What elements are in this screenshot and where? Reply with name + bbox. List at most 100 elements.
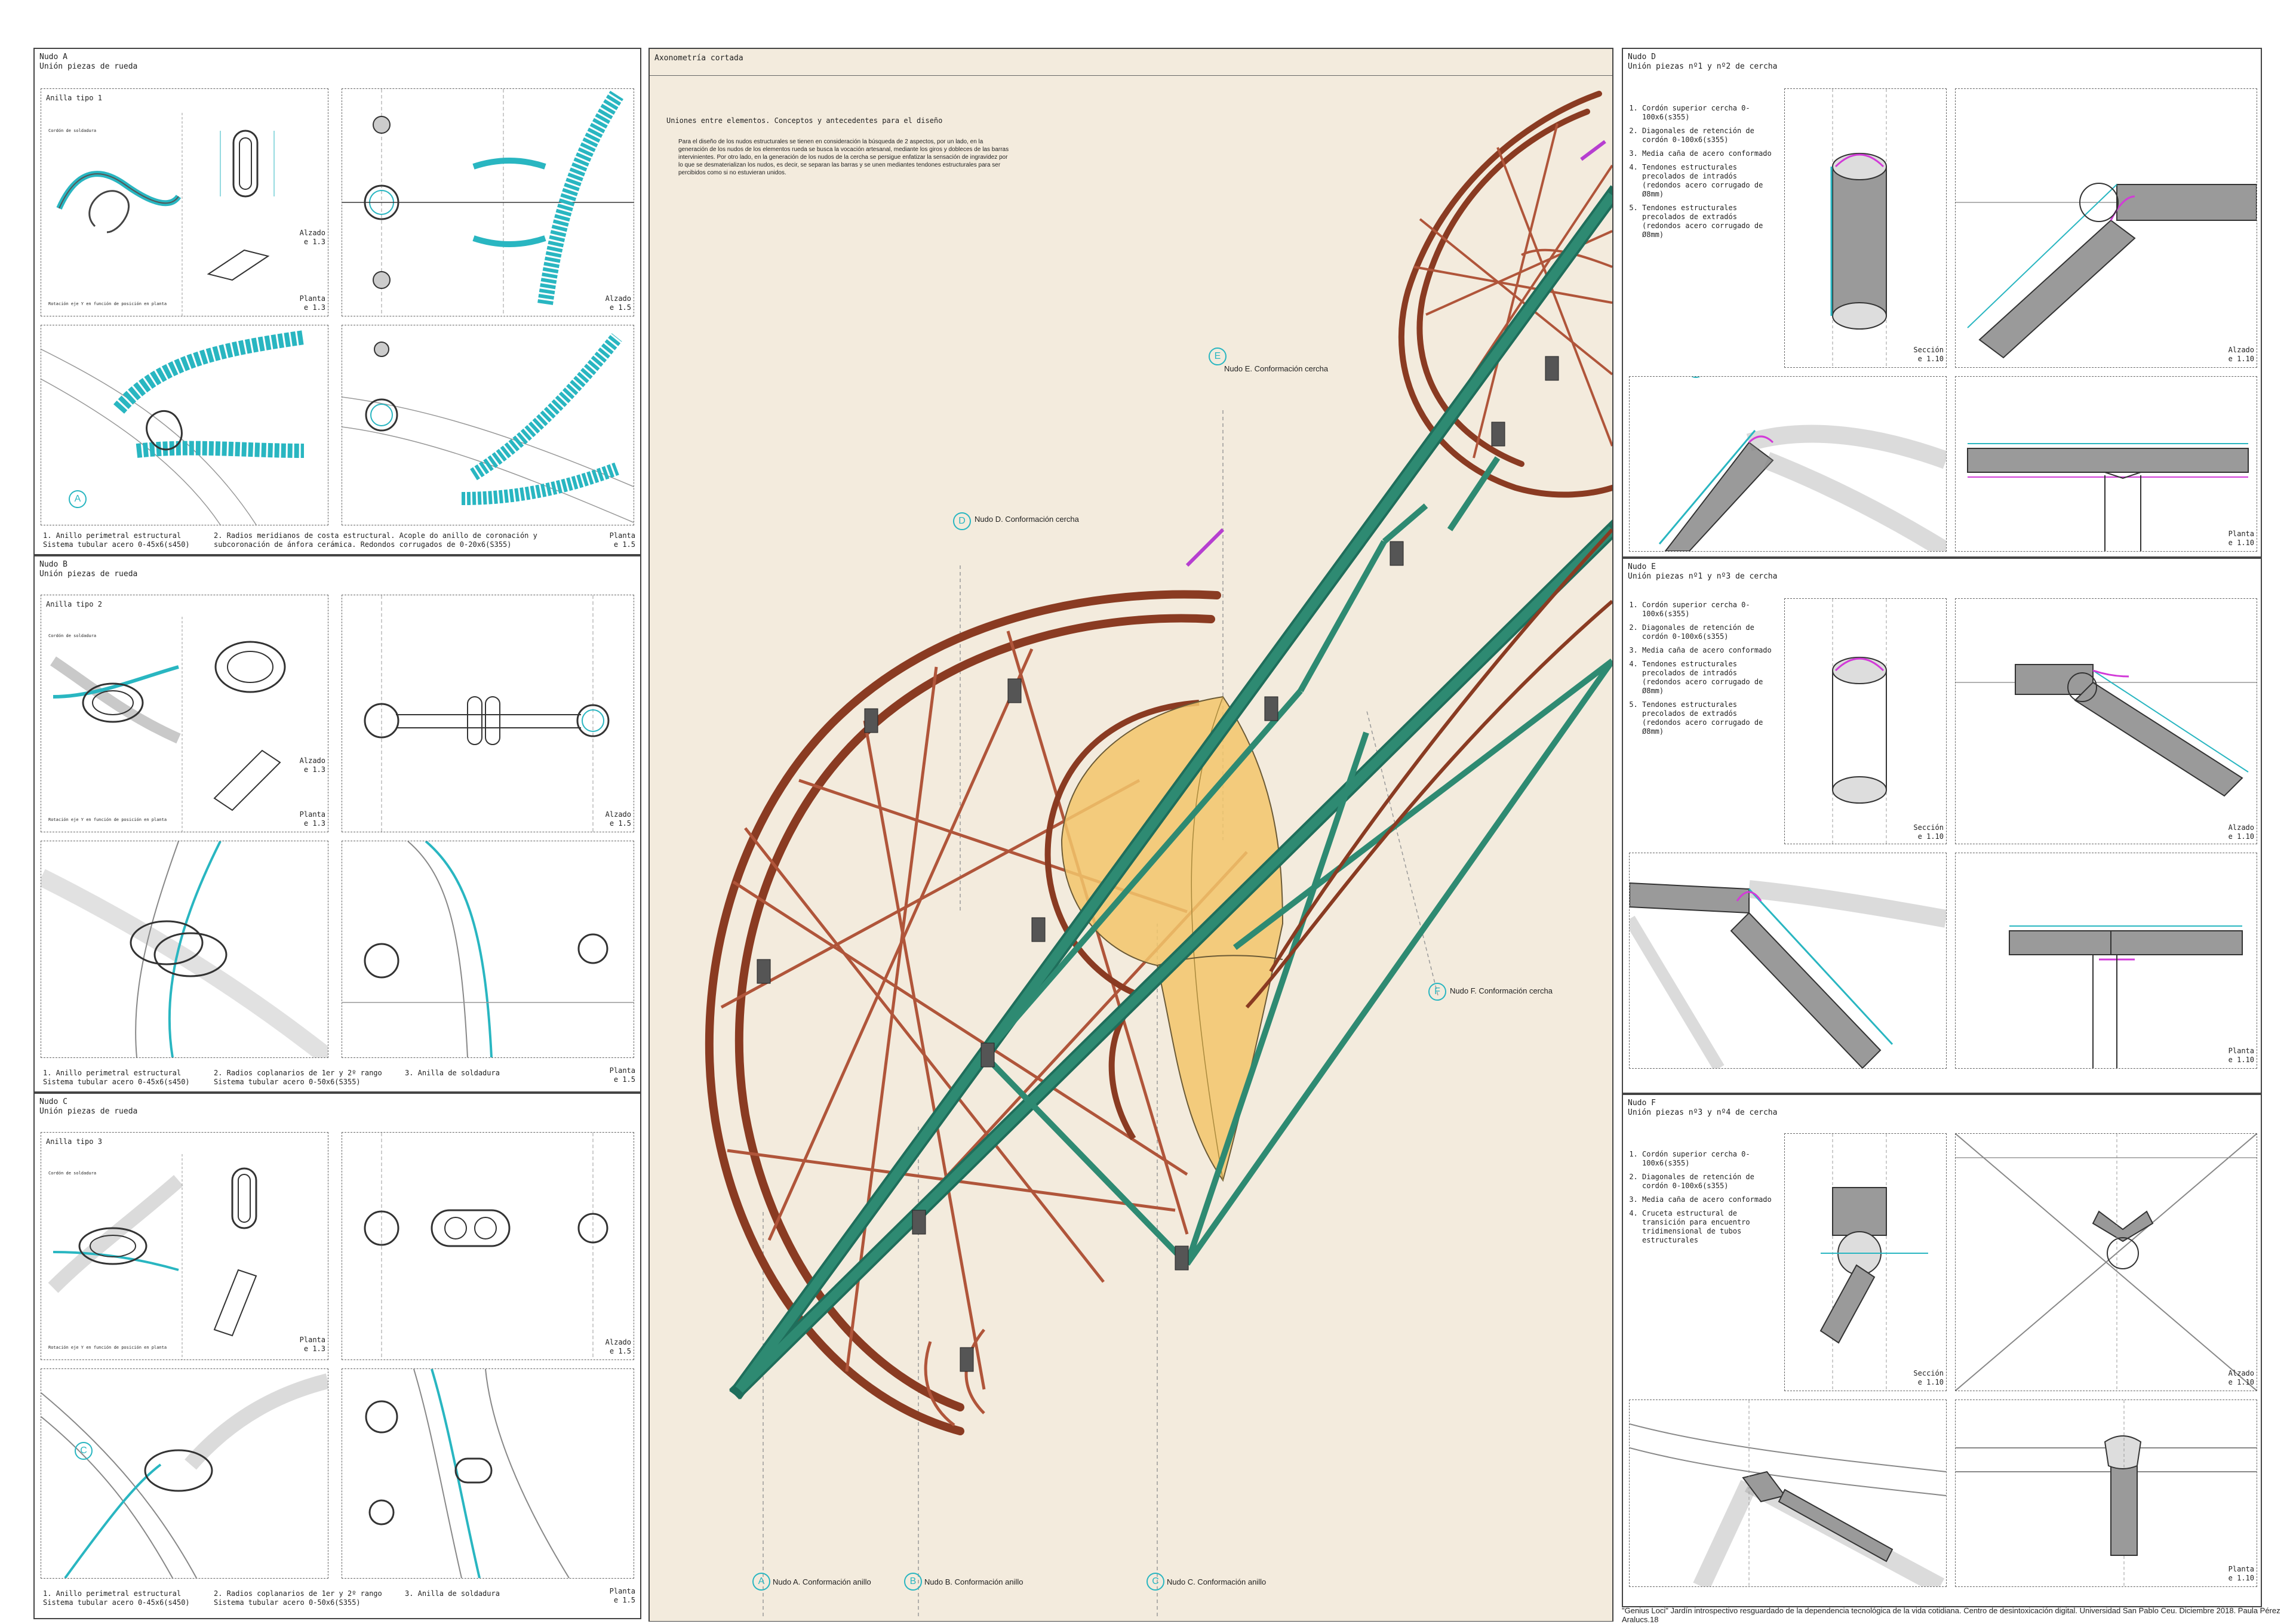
- nudo-a-note-2: 2. Radios meridianos de costa estructura…: [214, 531, 537, 549]
- elevation-drawing: [342, 89, 634, 316]
- callout-d-circle: D: [953, 512, 971, 530]
- axonometric-drawing: [1658, 425, 1946, 551]
- axonometric-drawing: [41, 841, 328, 1057]
- plan-drawing: [1956, 1400, 2257, 1586]
- nudo-b-note-1: 1. Anillo perimetral estructural Sistema…: [43, 1069, 190, 1086]
- callout-f-circle: F: [1428, 983, 1446, 1001]
- ceramic-shell: [1061, 696, 1284, 1182]
- nudo-d-panel: Nudo D Unión piezas nº1 y nº2 de cercha …: [1622, 48, 2262, 558]
- callout-f-text: Nudo F. Conformación cercha: [1450, 986, 1553, 995]
- nudo-d-legend: Cordón superior cercha 0-100x6(s355) Dia…: [1629, 104, 1772, 244]
- nudo-c-plan-cell: [342, 1368, 634, 1579]
- weld-label: Cordón de soldadura: [48, 128, 97, 133]
- nudo-c-header: Nudo C Unión piezas de rueda: [39, 1097, 138, 1116]
- weld-label: Cordón de soldadura: [48, 633, 97, 638]
- nudo-b-axo-cell: [41, 841, 328, 1058]
- nudo-d-axo-cell: D: [1629, 376, 1947, 552]
- axonometric-panel: Axonometría cortada Uniones entre elemen…: [648, 48, 1613, 1622]
- intro-title: Uniones entre elementos. Conceptos y ant…: [666, 116, 943, 125]
- elevation-drawing: [364, 1133, 608, 1360]
- axonometric-drawing: [41, 1373, 328, 1578]
- callout-d-text: Nudo D. Conformación cercha: [975, 515, 1079, 524]
- rotation-note: Rotación eje Y en función de posición en…: [48, 1345, 167, 1350]
- nudo-a-circle-label: A: [69, 490, 87, 508]
- center-title: Axonometría cortada: [654, 54, 743, 63]
- nudo-a-axo-cell: A: [41, 325, 328, 525]
- nudo-a-note-1: 1. Anillo perimetral estructural Sistema…: [43, 531, 190, 549]
- weld-label: Cordón de soldadura: [48, 1171, 97, 1176]
- nudo-a-plan-cell: [342, 325, 634, 525]
- ring-type-label: Anilla tipo 1: [46, 94, 102, 102]
- callout-e-text: Nudo E. Conformación cercha: [1224, 364, 1329, 373]
- nudo-f-legend: Cordón superior cercha 0-100x6(s355) Dia…: [1629, 1150, 1772, 1250]
- nudo-c-axo-cell: C: [41, 1368, 328, 1579]
- axonometric-drawing: [41, 330, 305, 525]
- callout-e-circle: E: [1209, 347, 1227, 365]
- nudo-c-note-2: 2. Radios coplanarios de 1er y 2º rango …: [214, 1589, 382, 1607]
- plan-drawing: [2009, 925, 2243, 1068]
- elevation-drawing: [1956, 183, 2257, 359]
- nudo-a-detail-cell: Anilla tipo 1 Cordón de soldadura Rotaci…: [41, 88, 328, 316]
- nudo-e-header: Nudo E Unión piezas nº1 y nº3 de cercha: [1628, 562, 1778, 581]
- ring-detail-drawing: [56, 113, 275, 316]
- section-drawing: [1832, 599, 1887, 844]
- rotation-note: Rotación eje Y en función de posición en…: [48, 302, 167, 306]
- nudo-f-header: Nudo F Unión piezas nº3 y nº4 de cercha: [1628, 1099, 1778, 1117]
- plan-drawing: [342, 841, 634, 1057]
- footer-credits: "Genius Loci" Jardín introspectivo resgu…: [1622, 1606, 2280, 1624]
- nudo-d-header: Nudo D Unión piezas nº1 y nº2 de cercha: [1628, 53, 1778, 71]
- nudo-e-panel: Nudo E Unión piezas nº1 y nº3 de cercha …: [1622, 558, 2262, 1094]
- nudo-a-header: Nudo A Unión piezas de rueda: [39, 53, 138, 71]
- callout-c-text: Nudo C. Conformación anillo: [1167, 1577, 1267, 1586]
- callout-b-circle: B: [904, 1573, 922, 1591]
- ring-type-label: Anilla tipo 3: [46, 1137, 102, 1146]
- section-drawing: [1819, 1134, 1928, 1391]
- plan-drawing: [365, 1369, 570, 1578]
- nudo-b-header: Nudo B Unión piezas de rueda: [39, 560, 138, 579]
- ring-type-label: Anilla tipo 2: [46, 600, 102, 608]
- elevation-drawing: [1956, 1134, 2257, 1391]
- axonometric-drawing: [1630, 880, 1946, 1068]
- nudo-c-note-3: 3. Anilla de soldadura: [405, 1589, 500, 1598]
- intro-text: Para el diseño de los nudos estructurale…: [678, 139, 1009, 176]
- nudo-a-panel: Nudo A Unión piezas de rueda Anilla tipo…: [33, 48, 641, 555]
- nudo-c-panel: Nudo C Unión piezas de rueda Anilla tipo…: [33, 1093, 641, 1619]
- nudo-c-note-1: 1. Anillo perimetral estructural Sistema…: [43, 1589, 190, 1607]
- section-drawing: [1830, 89, 1887, 367]
- plan-drawing: [1967, 443, 2249, 551]
- ring-detail-drawing: [48, 1154, 257, 1360]
- nudo-b-detail-cell: Anilla tipo 2 Cordón de soldadura Rotaci…: [41, 595, 328, 832]
- nudo-c-detail-cell: Anilla tipo 3 Cordón de soldadura Rotaci…: [41, 1132, 328, 1360]
- ring-detail-drawing: [50, 617, 286, 832]
